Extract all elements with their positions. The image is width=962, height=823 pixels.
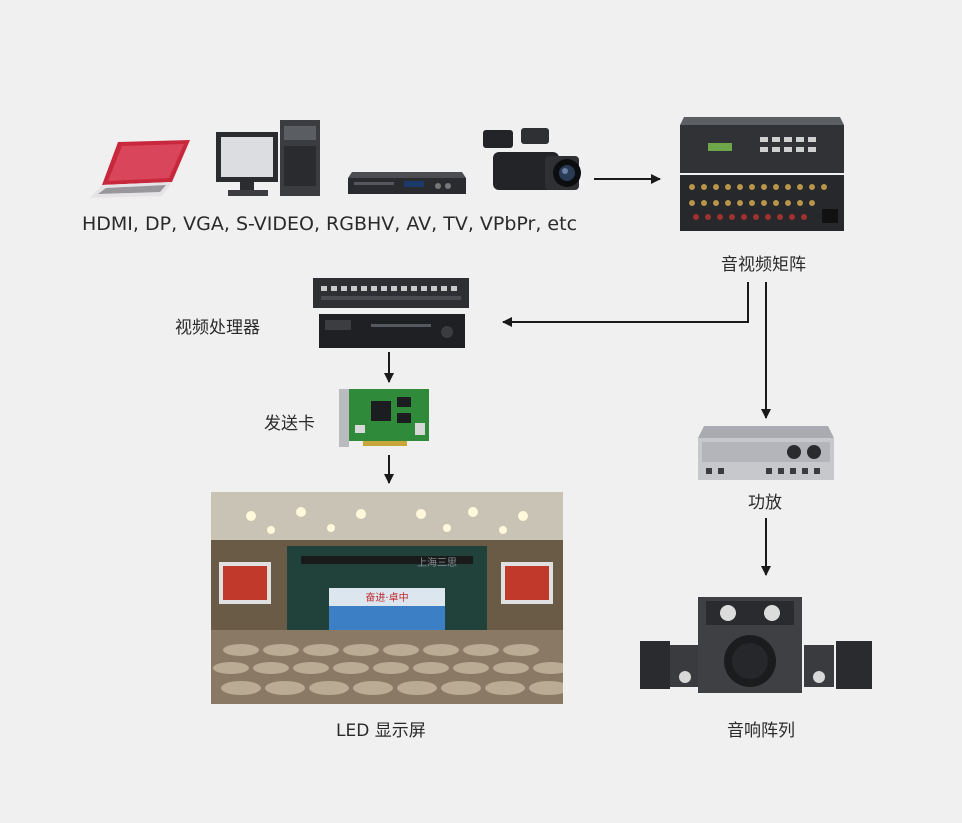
- sender-card-label: 发送卡: [264, 414, 315, 434]
- laptop-icon: [90, 140, 190, 198]
- svg-text:奋进·卓中: 奋进·卓中: [365, 591, 408, 604]
- led-screen-label: LED 显示屏: [336, 721, 426, 741]
- led-screen-photo: 奋进·卓中 上海三思: [211, 492, 563, 704]
- speaker-array-icon: [640, 597, 872, 693]
- matrix-label: 音视频矩阵: [721, 255, 806, 275]
- processor-label: 视频处理器: [175, 318, 260, 338]
- dvd-player-icon: [348, 172, 466, 194]
- amplifier-icon: [698, 426, 834, 480]
- amplifier-label: 功放: [748, 493, 782, 513]
- speakers-label: 音响阵列: [727, 721, 795, 741]
- arrow-matrix-to-processor: [502, 282, 749, 327]
- video-processor-icon: [313, 278, 469, 348]
- sender-card-icon: [339, 389, 429, 447]
- sources-label: HDMI, DP, VGA, S-VIDEO, RGBHV, AV, TV, V…: [82, 213, 578, 235]
- desktop-pc-icon: [216, 120, 320, 196]
- camcorder-icon: [483, 128, 581, 190]
- av-matrix-icon: [680, 117, 844, 231]
- svg-text:上海三思: 上海三思: [417, 556, 457, 569]
